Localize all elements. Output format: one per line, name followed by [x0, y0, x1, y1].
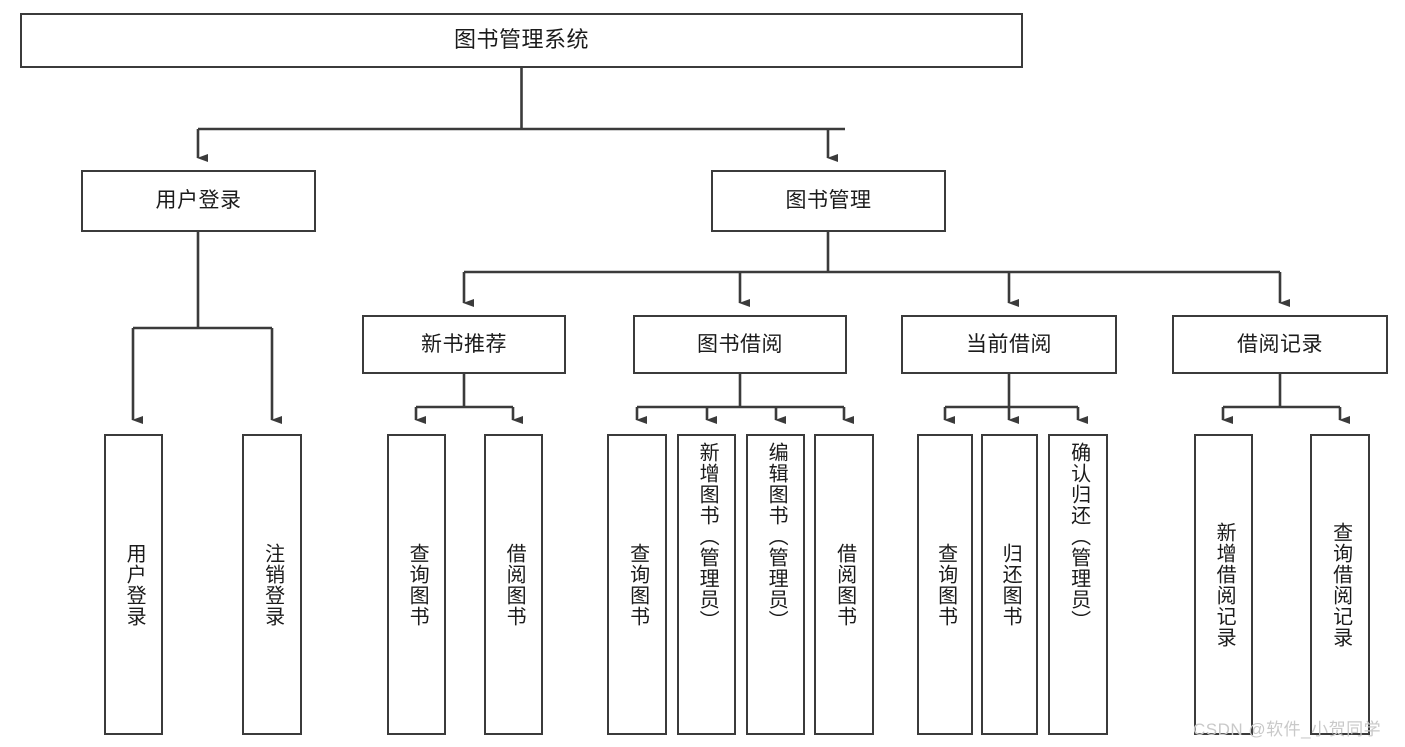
node-book-borrow[interactable]: 图书借阅 — [633, 315, 847, 374]
node-new-book-recommend[interactable]: 新书推荐 — [362, 315, 566, 374]
leaf-user-login-login[interactable]: 用户登录 — [104, 434, 163, 735]
node-label: 借阅图书 — [833, 542, 856, 627]
node-label: 查询图书 — [626, 542, 649, 627]
node-label: 查询借阅记录 — [1329, 521, 1352, 648]
leaf-book-borrow-borrow-book[interactable]: 借阅图书 — [814, 434, 874, 735]
node-label: 新书推荐 — [421, 332, 507, 356]
node-label: 图书管理 — [785, 189, 872, 213]
node-label: 用户登录 — [155, 189, 242, 213]
leaf-book-borrow-edit-book-admin[interactable]: 编辑图书（管理员） — [746, 434, 805, 735]
node-label: 当前借阅 — [966, 332, 1052, 356]
node-label: 图书管理系统 — [453, 27, 589, 53]
node-root-library-system[interactable]: 图书管理系统 — [20, 13, 1023, 68]
leaf-borrow-record-query-record[interactable]: 查询借阅记录 — [1310, 434, 1370, 735]
leaf-book-borrow-query-book[interactable]: 查询图书 — [607, 434, 667, 735]
node-label: 借阅记录 — [1237, 332, 1323, 356]
leaf-book-borrow-add-book-admin[interactable]: 新增图书（管理员） — [677, 434, 736, 735]
node-label: 注销登录 — [261, 542, 284, 627]
leaf-new-book-query-book[interactable]: 查询图书 — [387, 434, 446, 735]
node-label: 图书借阅 — [697, 332, 783, 356]
node-label: 确认归还（管理员） — [1067, 442, 1090, 631]
leaf-borrow-record-add-record[interactable]: 新增借阅记录 — [1194, 434, 1253, 735]
node-label: 查询图书 — [934, 542, 957, 627]
node-current-borrow[interactable]: 当前借阅 — [901, 315, 1117, 374]
node-label: 新增图书（管理员） — [696, 442, 719, 631]
node-user-login[interactable]: 用户登录 — [81, 170, 316, 232]
leaf-user-login-logout[interactable]: 注销登录 — [242, 434, 302, 735]
node-label: 新增借阅记录 — [1213, 521, 1236, 648]
node-book-management[interactable]: 图书管理 — [711, 170, 946, 232]
node-borrow-record[interactable]: 借阅记录 — [1172, 315, 1388, 374]
node-label: 借阅图书 — [503, 542, 526, 627]
leaf-new-book-borrow-book[interactable]: 借阅图书 — [484, 434, 543, 735]
node-label: 归还图书 — [999, 542, 1022, 627]
node-label: 编辑图书（管理员） — [765, 442, 788, 631]
node-label: 用户登录 — [123, 542, 146, 627]
leaf-current-borrow-confirm-return-admin[interactable]: 确认归还（管理员） — [1048, 434, 1108, 735]
csdn-watermark: CSDN @软件_小贺同学 — [1193, 720, 1382, 739]
leaf-current-borrow-query-book[interactable]: 查询图书 — [917, 434, 973, 735]
node-label: 查询图书 — [406, 542, 429, 627]
leaf-current-borrow-return-book[interactable]: 归还图书 — [981, 434, 1038, 735]
